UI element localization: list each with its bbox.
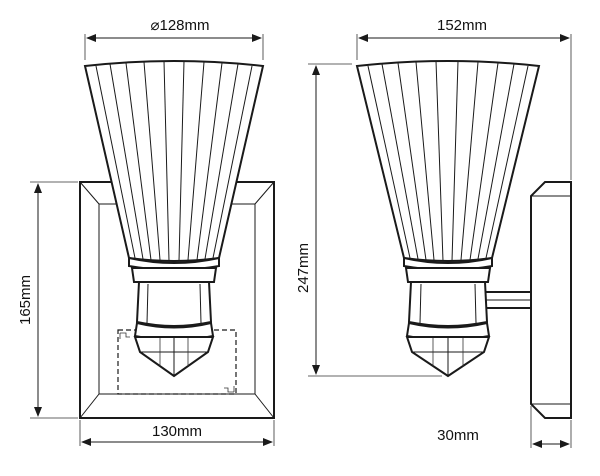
side-backplate [530, 181, 572, 419]
side-shade [355, 60, 541, 271]
label-shade-width: 152mm [437, 17, 487, 34]
dim-side-projection: 30mm [437, 406, 572, 448]
label-shade-diameter: ⌀128mm [150, 17, 209, 34]
side-holder [404, 267, 492, 378]
label-projection: 30mm [437, 427, 479, 444]
dim-front-backplate-width: 130mm [79, 420, 275, 446]
front-holder [130, 267, 218, 378]
front-shade [83, 60, 265, 271]
dim-front-backplate-height: 165mm [17, 181, 78, 419]
dim-front-shade-diameter: ⌀128mm [84, 17, 264, 60]
side-arm [483, 291, 532, 309]
side-view: 152mm 247mm 30mm [295, 17, 572, 448]
front-view: ⌀128mm 165mm 130mm [17, 17, 275, 446]
label-backplate-width: 130mm [152, 423, 202, 440]
dim-side-shade-width: 152mm [356, 17, 572, 180]
label-backplate-height: 165mm [17, 275, 34, 325]
label-total-height: 247mm [295, 243, 312, 293]
dim-side-total-height: 247mm [295, 63, 442, 377]
